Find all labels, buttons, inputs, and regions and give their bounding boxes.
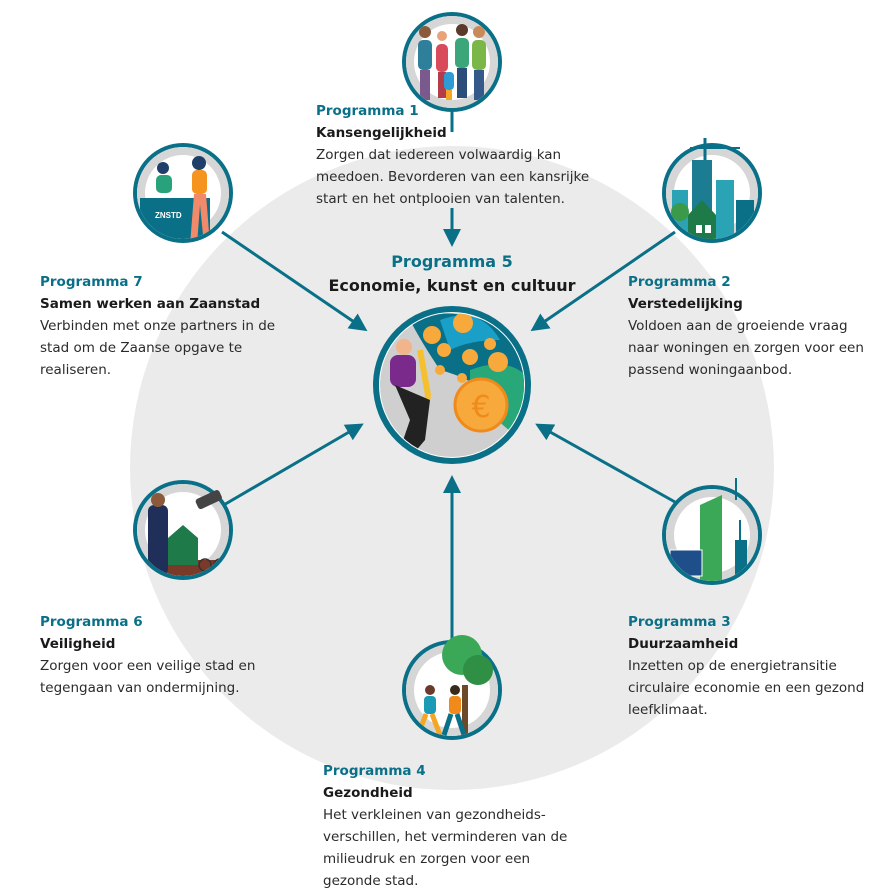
- program-2-title: Verstedelijking: [628, 296, 743, 312]
- runners-tree-icon: [402, 635, 502, 740]
- desk-logo-text: ZNSTD: [155, 211, 182, 220]
- svg-text:€: €: [471, 390, 490, 425]
- program-1-line: meedoen. Bevorderen van een kansrijke: [316, 169, 590, 185]
- program-4-line: verschillen, het verminderen van de: [323, 829, 568, 845]
- program-3-label: Programma 3: [628, 614, 731, 630]
- program-6-title: Veiligheid: [40, 636, 116, 652]
- police-camera-icon: [133, 480, 233, 580]
- saxophone-euro-coins-icon: €: [373, 306, 531, 464]
- family-icon: [402, 12, 502, 112]
- program-4-label: Programma 4: [323, 763, 426, 779]
- program-2-line: Voldoen aan de groeiende vraag: [628, 318, 848, 334]
- program-4-title: Gezondheid: [323, 785, 413, 801]
- background-circle: [130, 146, 774, 790]
- program-6-label: Programma 6: [40, 614, 143, 630]
- city-construction-icon: [662, 138, 762, 243]
- solar-wind-icon: [662, 478, 762, 585]
- arrow-p6: [221, 423, 364, 508]
- program-2-line: passend woningaanbod.: [628, 362, 793, 378]
- program-4-block: Programma 4 Gezondheid Het verkleinen va…: [323, 760, 567, 892]
- arrows: [221, 110, 676, 645]
- program-2-line: naar woningen en zorgen voor een: [628, 340, 864, 356]
- program-5-title: Economie, kunst en cultuur: [328, 276, 576, 295]
- program-3-line: Inzetten op de energietransitie: [628, 658, 837, 674]
- program-7-line: stad om de Zaanse opgave te: [40, 340, 243, 356]
- program-5-label: Programma 5: [391, 252, 513, 271]
- program-6-line: Zorgen voor een veilige stad en: [40, 658, 256, 674]
- program-7-block: Programma 7 Samen werken aan Zaanstad Ve…: [40, 271, 275, 381]
- program-1-title: Kansengelijkheid: [316, 125, 447, 141]
- program-7-line: Verbinden met onze partners in de: [40, 318, 276, 334]
- program-2-label: Programma 2: [628, 274, 731, 290]
- program-4-line: gezonde stad.: [323, 873, 419, 889]
- arrow-p2: [530, 230, 676, 332]
- program-3-line: leefklimaat.: [628, 702, 708, 718]
- program-7-label: Programma 7: [40, 274, 143, 290]
- program-2-block: Programma 2 Verstedelijking Voldoen aan …: [628, 271, 864, 381]
- program-6-line: tegengaan van ondermijning.: [40, 680, 240, 696]
- arrow-p3: [535, 423, 676, 504]
- program-4-line: milieudruk en zorgen voor een: [323, 851, 531, 867]
- program-7-title: Samen werken aan Zaanstad: [40, 296, 261, 312]
- program-1-line: start en het ontplooien van talenten.: [316, 191, 565, 207]
- program-6-block: Programma 6 Veiligheid Zorgen voor een v…: [40, 611, 255, 699]
- program-4-line: Het verkleinen van gezondheids-: [323, 807, 546, 823]
- program-5-block: Programma 5 Economie, kunst en cultuur: [302, 250, 602, 298]
- program-3-line: circulaire economie en een gezond: [628, 680, 865, 696]
- arrow-p7: [221, 230, 368, 332]
- program-1-block: Programma 1 Kansengelijkheid Zorgen dat …: [316, 100, 589, 210]
- program-1-label: Programma 1: [316, 103, 419, 119]
- program-3-title: Duurzaamheid: [628, 636, 739, 652]
- program-1-line: Zorgen dat iedereen volwaardig kan: [316, 147, 562, 163]
- program-7-line: realiseren.: [40, 362, 112, 378]
- program-3-block: Programma 3 Duurzaamheid Inzetten op de …: [628, 611, 864, 721]
